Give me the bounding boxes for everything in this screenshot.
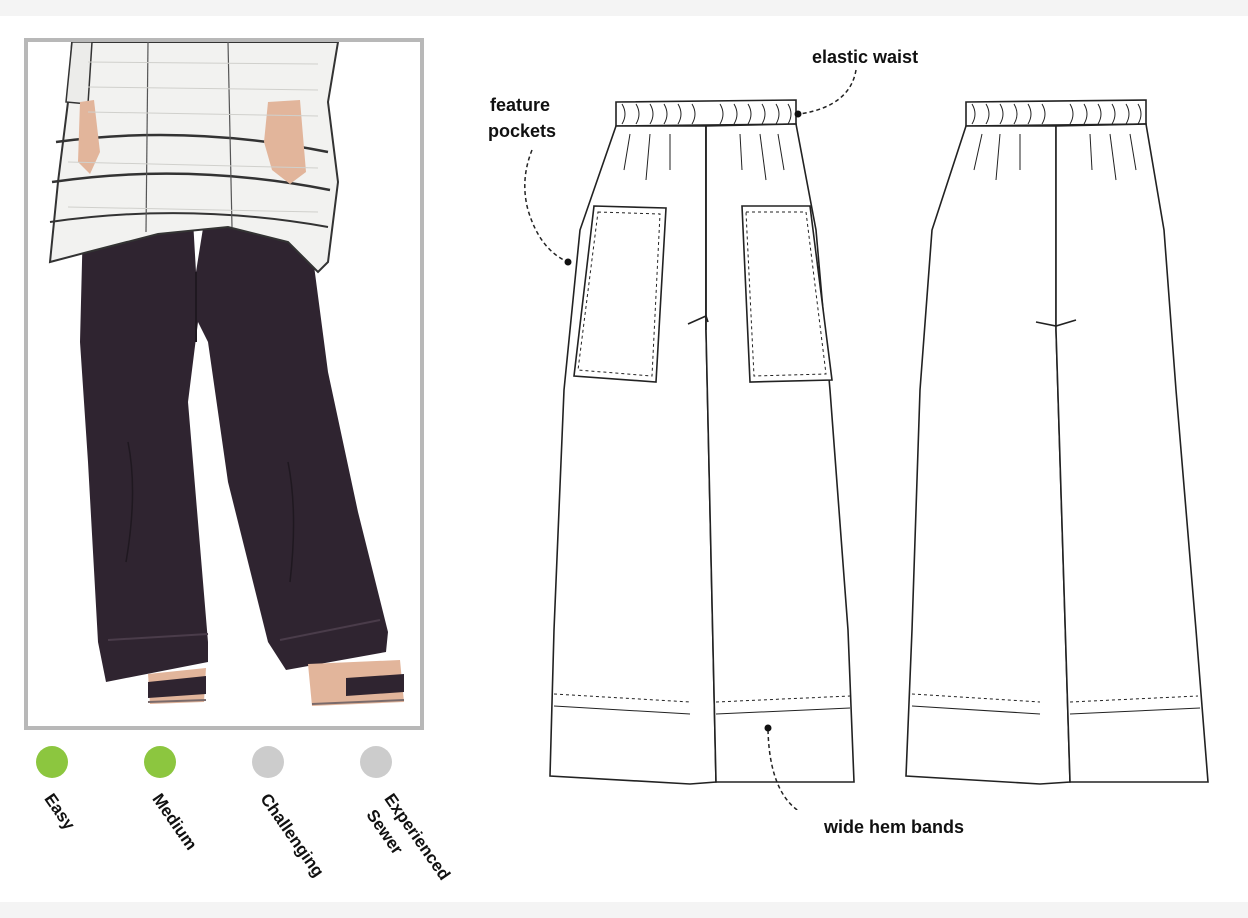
model-illustration <box>24 38 424 730</box>
feature-pockets-leader <box>524 149 569 263</box>
difficulty-label-easy: Easy <box>40 790 79 834</box>
difficulty-dot-experienced <box>360 746 392 778</box>
feature-pockets-label-line1: feature <box>490 95 551 115</box>
difficulty-label-challenging: Challenging <box>256 790 328 881</box>
bottom-band <box>0 902 1248 918</box>
feature-pockets-label-line2: pockets <box>488 121 557 141</box>
tunic-illustration <box>48 42 340 274</box>
difficulty-dot-medium <box>144 746 176 778</box>
wide-hem-bands-label: wide hem bands <box>824 817 965 837</box>
back-view <box>905 99 1209 785</box>
hands-illustration <box>78 100 306 184</box>
front-view <box>549 99 855 785</box>
elastic-waist-label: elastic waist <box>812 47 919 67</box>
top-band <box>0 0 1248 16</box>
difficulty-label-medium: Medium <box>148 790 201 854</box>
difficulty-dot-easy <box>36 746 68 778</box>
pants-illustration <box>80 220 388 682</box>
technical-flats <box>524 69 1209 810</box>
hem-band-leader <box>767 729 799 810</box>
elastic-waist-leader <box>799 69 857 115</box>
sandals-illustration <box>147 660 405 706</box>
difficulty-dot-challenging <box>252 746 284 778</box>
